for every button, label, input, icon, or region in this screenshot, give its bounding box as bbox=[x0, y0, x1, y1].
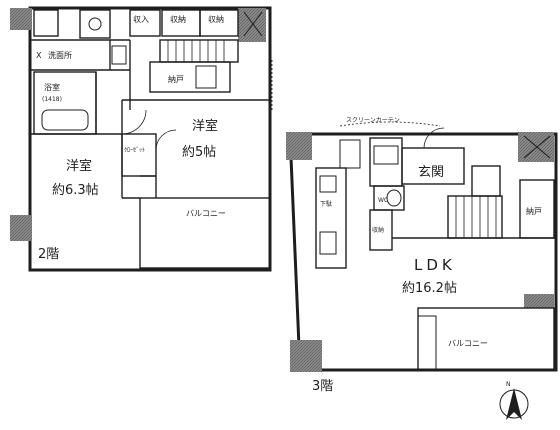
floor2-closet2-label: 収納 bbox=[170, 14, 186, 24]
floor3-ldk-name: LDK bbox=[414, 256, 456, 274]
compass-label: N bbox=[506, 381, 511, 388]
column bbox=[286, 132, 312, 160]
floor2-stairs bbox=[159, 39, 239, 63]
floor3-ldk-size: 約16.2帖 bbox=[402, 281, 457, 296]
floor2-storage bbox=[149, 61, 231, 93]
floor2-bathroom-label: 浴室 bbox=[44, 82, 60, 92]
floor3-entrance-label: 玄関 bbox=[418, 165, 444, 180]
column bbox=[524, 294, 554, 308]
floor2-bathroom-size: (1418) bbox=[42, 96, 62, 103]
floor2-balcony bbox=[139, 197, 271, 269]
floor2-closet1-label: 収入 bbox=[133, 14, 149, 24]
entrance bbox=[401, 147, 465, 185]
closet3 bbox=[199, 9, 239, 37]
floor2-plan bbox=[10, 6, 273, 272]
floor2-bedroom-west-size: 約6.3帖 bbox=[52, 183, 99, 198]
floor3-curtain-note: スクリーンカーテン bbox=[346, 117, 400, 124]
floor2-outer-wall bbox=[28, 6, 272, 272]
floor3-shoe-closet: 下駄 bbox=[320, 200, 332, 208]
floor3-closet bbox=[369, 209, 393, 251]
floor3-wc-label: WC bbox=[378, 197, 388, 204]
wc bbox=[369, 137, 403, 187]
floor2-bedroom-west-name: 洋室 bbox=[66, 158, 92, 174]
kitchen-counter bbox=[315, 167, 347, 269]
closet-top-left bbox=[33, 9, 59, 37]
floor3-balcony-label: バルコニー bbox=[448, 339, 488, 348]
floor2-bedroom-east-name: 洋室 bbox=[192, 118, 218, 134]
floor3-caption: 3階 bbox=[312, 379, 333, 394]
closet-small bbox=[121, 133, 157, 177]
toilet-box bbox=[79, 9, 111, 39]
column bbox=[10, 215, 32, 241]
column bbox=[290, 340, 322, 372]
floor2-washroom-label: 洗面所 bbox=[48, 50, 72, 60]
floor2-closet3-label: 収納 bbox=[208, 14, 224, 24]
closet1 bbox=[129, 9, 161, 37]
bathroom bbox=[33, 71, 97, 135]
floor2-bedroom-east-size: 約5帖 bbox=[182, 145, 216, 160]
floor3-storage-label: 納戸 bbox=[526, 206, 542, 216]
floor3-outer-wall bbox=[288, 132, 558, 372]
compass-icon: N bbox=[499, 381, 529, 420]
column bbox=[10, 8, 32, 30]
washroom-icon-label: X bbox=[36, 51, 42, 60]
floor2-balcony-label: バルコニー bbox=[186, 209, 226, 218]
floor2-closet-small-label: ｸﾛｰｾﾞｯﾄ bbox=[124, 147, 145, 154]
floor2-storage-label: 納戸 bbox=[168, 74, 184, 84]
floor2-caption: 2階 bbox=[38, 247, 59, 262]
floor3-closet-label: 収納 bbox=[372, 226, 384, 234]
column bbox=[518, 132, 554, 162]
floor3-plan bbox=[286, 121, 558, 372]
